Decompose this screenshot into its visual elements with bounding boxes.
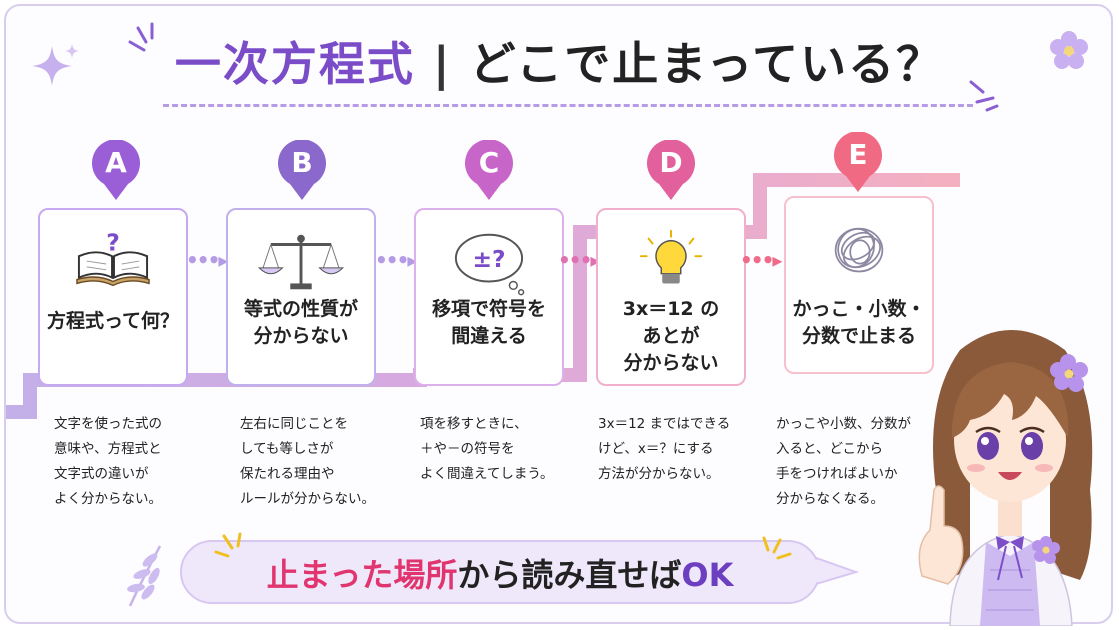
badge-letter: D (659, 146, 683, 179)
step-label: 3x＝12 のあとが分からない (622, 298, 720, 374)
badge-letter: C (478, 146, 500, 179)
title-separator: | (432, 37, 452, 91)
flow-arrow: •••▸ (186, 248, 228, 272)
flow-arrow: •••▸ (375, 248, 417, 272)
thought-text: ±? (472, 245, 505, 273)
step-card-a[interactable]: ? 方程式って何？ (38, 208, 188, 386)
guide-girl-illustration (918, 330, 1093, 626)
balance-scale-icon (257, 234, 345, 290)
flower-icon (1050, 31, 1088, 69)
accent-lines-icon (969, 80, 999, 112)
flow-arrow: •••▸ (740, 248, 782, 272)
step-label: 移項で符号を間違える (431, 298, 546, 347)
step-label: 方程式って何？ (46, 310, 180, 332)
thought-bubble-icon: ±? (454, 233, 525, 296)
title-underline (163, 104, 973, 107)
badge-b: B (276, 140, 328, 202)
title-sub: どこで止まっている？ (469, 37, 945, 91)
footer-middle: から読み直せば (457, 556, 682, 594)
book-question-icon: ? (76, 228, 150, 287)
step-description-c: 項を移すときに、 ＋や－の符号を よく間違えてしまう。 (420, 416, 554, 482)
step-label: かっこ・小数・分数で止まる (792, 298, 926, 347)
accent-lines-icon (762, 536, 792, 560)
accent-lines-icon (214, 532, 242, 558)
badge-a: A (90, 140, 142, 202)
title-main: 一次方程式 (174, 37, 415, 91)
footer-highlight: 止まった場所 (266, 556, 458, 594)
badge-letter: A (105, 146, 127, 179)
step-card-e[interactable]: かっこ・小数・分数で止まる (784, 196, 934, 374)
bubble-tail (816, 556, 860, 586)
step-label: 等式の性質が分からない (243, 298, 358, 347)
footer-message: 止まった場所から読み直せばOK (180, 550, 820, 596)
leaf-branch-icon (127, 545, 162, 607)
page-title: 一次方程式 | どこで止まっている？ (0, 28, 1119, 94)
sparkle-icon (32, 44, 79, 86)
flow-arrow: •••▸ (558, 248, 600, 272)
footer-ok: OK (681, 556, 734, 594)
badge-d: D (645, 140, 697, 202)
step-description-d: 3x＝12 まではできる けど、x＝？にする 方法が分からない。 (598, 416, 731, 482)
step-description-a: 文字を使った式の 意味や、方程式と 文字式の違いが よく分からない。 (54, 416, 162, 507)
message-bubble (180, 540, 820, 604)
step-description-b: 左右に同じことを しても等しさが 保たれる理由や ルールが分からない。 (240, 416, 375, 507)
badge-c: C (463, 140, 515, 202)
accent-lines-icon (128, 22, 154, 52)
step-card-d[interactable]: 3x＝12 のあとが分からない (596, 208, 746, 386)
tangled-scribble-icon (834, 227, 884, 273)
badge-letter: B (291, 146, 313, 179)
lightbulb-icon (639, 229, 703, 284)
badge-letter: E (848, 138, 868, 171)
step-description-e: かっこや小数、分数が 入ると、どこから 手をつければよいか 分からなくなる。 (776, 416, 911, 507)
step-card-b[interactable]: 等式の性質が分からない (226, 208, 376, 386)
badge-e: E (832, 132, 884, 194)
svg-text:?: ? (106, 228, 120, 256)
step-card-c[interactable]: ±? 移項で符号を間違える (414, 208, 564, 386)
